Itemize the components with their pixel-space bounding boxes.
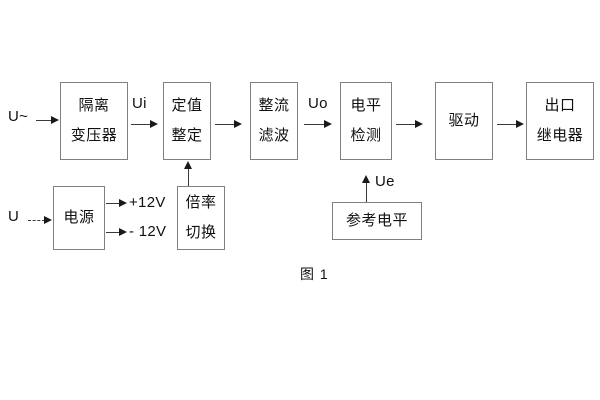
block-reference-level: 参考电平 [332, 202, 422, 240]
block-rectifier-filter-line-2: 滤波 [258, 127, 290, 144]
arrowhead-right-icon [44, 216, 52, 224]
block-isolation-transformer-line-1: 隔离 [78, 97, 110, 115]
connector-drive-to-output-relay [497, 124, 517, 125]
block-output-relay-line-1: 出口 [544, 97, 576, 115]
block-multiplier-switch-line-1: 倍率 [185, 194, 217, 212]
block-setting-value-line-2: 整定 [171, 127, 203, 144]
block-setting-value: 定值 整定 [163, 82, 211, 160]
arrowhead-right-icon [516, 120, 524, 128]
arrowhead-up-icon [184, 161, 192, 169]
block-rectifier-filter-line-1: 整流 [258, 97, 290, 115]
block-multiplier-switch-line-2: 切换 [185, 224, 217, 241]
dc-input-label: U [8, 208, 20, 225]
arrowhead-right-icon [415, 120, 423, 128]
connector-setting-value-to-rectifier-filter [215, 124, 235, 125]
connector-dc-input-to-power-supply [28, 220, 45, 221]
connector-ac-input-to-isolation-transformer [36, 120, 52, 121]
power-rail-negative-label: - 12V [129, 223, 167, 240]
block-output-relay: 出口 继电器 [526, 82, 594, 160]
arrowhead-up-icon [362, 175, 370, 183]
block-reference-level-line-1: 参考电平 [345, 212, 408, 230]
block-level-detection-line-2: 检测 [350, 127, 382, 144]
power-rail-positive-label: +12V [129, 194, 166, 211]
connector-rectifier-filter-to-level-detection [304, 124, 325, 125]
arrowhead-right-icon [51, 116, 59, 124]
connector-reference-level-to-level-detection [366, 182, 367, 202]
arrowhead-right-icon [234, 120, 242, 128]
block-drive-line-1: 驱动 [448, 112, 480, 130]
arrowhead-right-icon [119, 228, 127, 236]
signal-label-uo: Uo [308, 95, 328, 112]
arrowhead-right-icon [150, 120, 158, 128]
ac-input-label: U~ [8, 108, 29, 125]
block-power-supply: 电源 [53, 186, 105, 250]
block-output-relay-line-2: 继电器 [536, 127, 584, 144]
block-rectifier-filter: 整流 滤波 [250, 82, 298, 160]
signal-label-ue: Ue [375, 173, 395, 190]
figure-caption: 图 1 [300, 266, 329, 282]
arrowhead-right-icon [119, 199, 127, 207]
connector-power-supply-positive-rail [106, 203, 120, 204]
block-multiplier-switch: 倍率 切换 [177, 186, 225, 250]
block-drive: 驱动 [435, 82, 493, 160]
connector-power-supply-negative-rail [106, 232, 120, 233]
block-isolation-transformer-line-2: 变压器 [70, 127, 118, 144]
signal-label-ui: Ui [132, 95, 147, 112]
block-level-detection: 电平 检测 [340, 82, 392, 160]
block-setting-value-line-1: 定值 [171, 97, 203, 115]
connector-level-detection-to-drive [396, 124, 416, 125]
arrowhead-right-icon [324, 120, 332, 128]
block-level-detection-line-1: 电平 [350, 97, 382, 115]
connector-multiplier-switch-to-setting-value [188, 168, 189, 186]
block-isolation-transformer: 隔离 变压器 [60, 82, 128, 160]
block-power-supply-line-1: 电源 [63, 209, 95, 227]
connector-isolation-transformer-to-setting-value [131, 124, 151, 125]
